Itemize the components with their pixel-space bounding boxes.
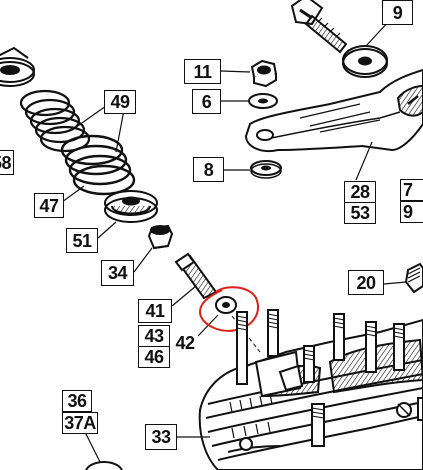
callout-label-9: 9 [382, 0, 413, 25]
bolt-part [290, 0, 348, 54]
callout-label-42: 42 [175, 333, 195, 353]
callout-label-46: 46 [138, 346, 170, 368]
stud-part [174, 252, 218, 300]
callout-label-11: 11 [184, 59, 221, 84]
callout-label-8: 8 [193, 157, 224, 182]
callout-label-41: 41 [138, 299, 172, 323]
callout-label-6: 6 [192, 89, 221, 114]
cylinder-head-part [198, 318, 423, 470]
valve-spring-outer-part [60, 134, 136, 196]
callout-label-47: 47 [34, 193, 64, 218]
callout-label-36: 36 [62, 390, 92, 412]
valve-stem-seal-part [147, 224, 174, 250]
cylinder-head-studs [236, 309, 423, 447]
callout-label-43: 43 [138, 325, 170, 347]
callout-label-53: 53 [344, 202, 376, 224]
callout-label-51: 51 [66, 228, 98, 253]
washer-part-42 [215, 296, 237, 314]
washer-part-bottom [85, 461, 123, 470]
rocker-arm-part [244, 68, 423, 152]
valve-spring-inner-part [19, 89, 91, 153]
washer-part-8 [250, 160, 282, 179]
washer-part-9 [342, 45, 388, 78]
nut-part-11 [250, 59, 278, 88]
spring-retainer-part [0, 46, 35, 87]
washer-part-6 [248, 93, 278, 109]
callout-label-9-lower: 9 [400, 201, 423, 223]
pushrod-part [404, 262, 423, 294]
spring-seat-part [104, 190, 158, 223]
callout-label-37a: 37A [62, 412, 98, 434]
callout-label-20: 20 [348, 270, 384, 295]
callout-label-34: 34 [101, 260, 134, 286]
callout-label-58: 58 [0, 150, 14, 175]
callout-label-49: 49 [104, 90, 136, 114]
callout-label-7: 7 [400, 179, 423, 201]
callout-label-33: 33 [145, 424, 177, 450]
callout-label-28: 28 [344, 181, 376, 203]
